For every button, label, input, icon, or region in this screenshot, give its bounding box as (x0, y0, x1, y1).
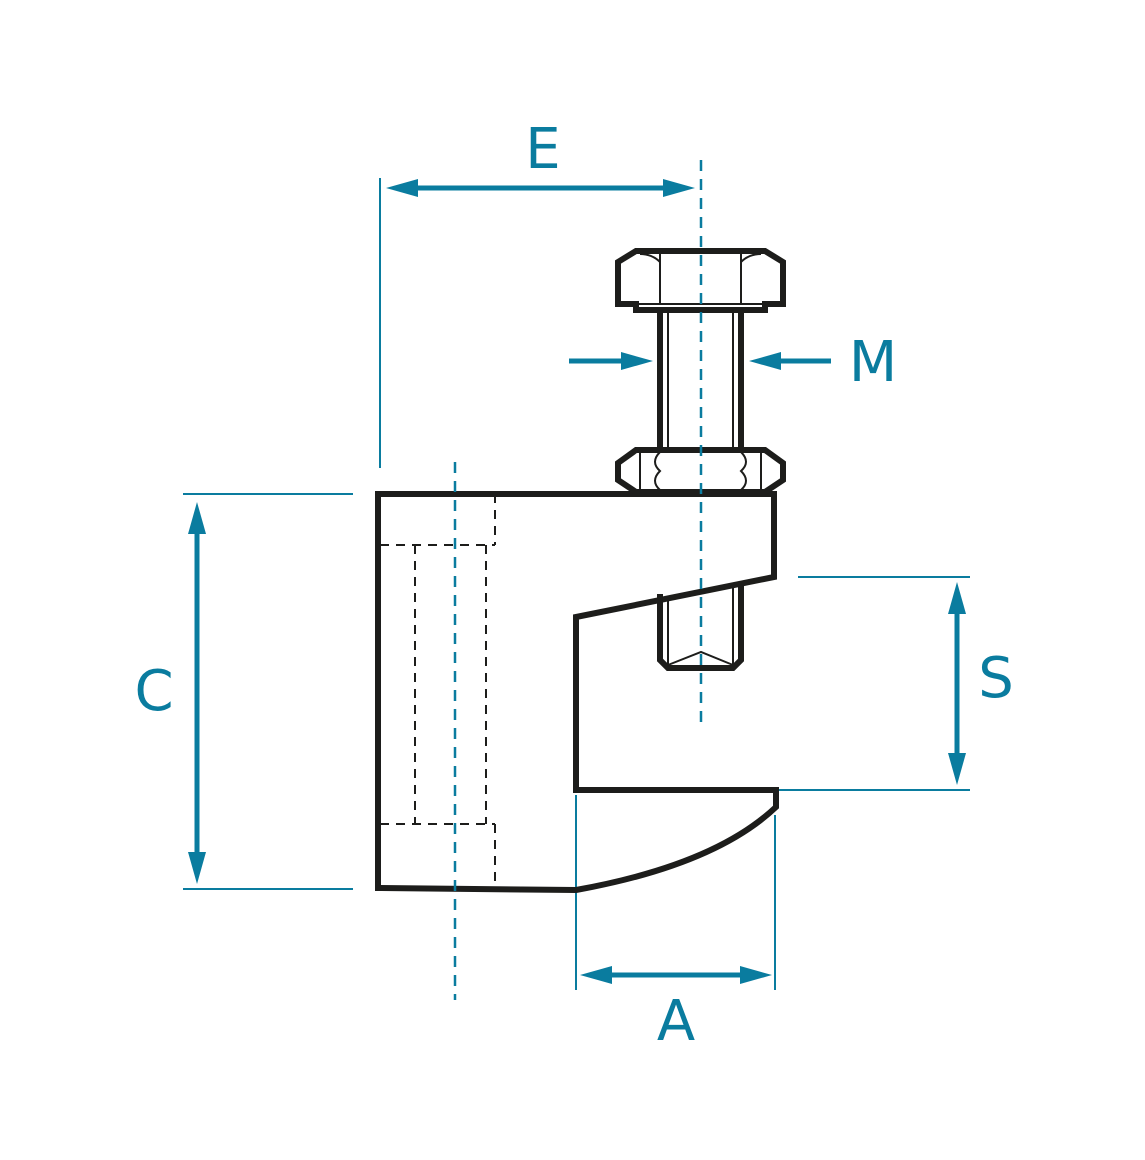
hex-nut-lock (615, 447, 786, 495)
dimension-c: C (134, 502, 206, 884)
bolt-tip (657, 584, 744, 671)
hex-nut-top (615, 248, 786, 313)
hidden-mounting-hole (380, 494, 496, 889)
dimension-s: S (948, 582, 1014, 785)
dimension-label-s: S (978, 646, 1014, 711)
clamp-body-outline (375, 491, 779, 894)
dimension-label-e: E (525, 117, 560, 182)
dimension-label-m: M (849, 330, 897, 395)
extension-lines (183, 178, 970, 990)
dimension-label-c: C (134, 659, 173, 724)
dimension-e: E (386, 117, 695, 197)
bolt-shank-upper (657, 307, 744, 453)
center-lines (453, 160, 703, 1000)
dimension-m: M (569, 330, 897, 395)
clamp-body (375, 491, 779, 894)
dimension-label-a: A (657, 989, 695, 1054)
dimension-a: A (580, 966, 772, 1054)
